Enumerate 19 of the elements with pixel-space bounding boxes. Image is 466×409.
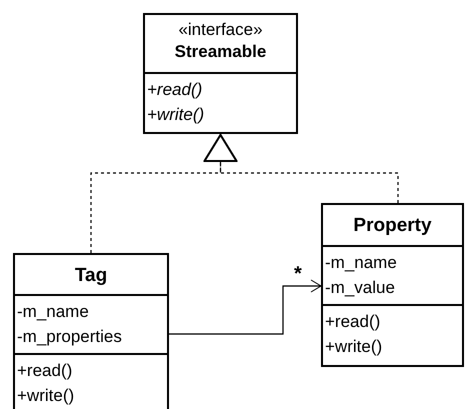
method: +read() bbox=[17, 360, 72, 382]
attribute: -m_name bbox=[17, 301, 89, 323]
stereotype: «interface» bbox=[178, 19, 263, 41]
class-box bbox=[143, 13, 298, 134]
method: +write() bbox=[17, 385, 74, 407]
method: +write() bbox=[325, 336, 382, 358]
class-box bbox=[321, 203, 464, 367]
method: +read() bbox=[325, 311, 380, 333]
method: +read() bbox=[147, 79, 202, 101]
attribute: -m_name bbox=[325, 252, 397, 274]
class-name: Property bbox=[353, 214, 432, 238]
attribute: -m_value bbox=[325, 277, 395, 299]
attribute: -m_properties bbox=[17, 326, 122, 348]
class-name: Tag bbox=[74, 264, 108, 288]
class-name: Streamable bbox=[174, 41, 266, 63]
method: +write() bbox=[147, 104, 204, 126]
class-box bbox=[13, 253, 169, 409]
realization-arrow bbox=[204, 134, 399, 203]
association-arrow bbox=[169, 280, 322, 335]
